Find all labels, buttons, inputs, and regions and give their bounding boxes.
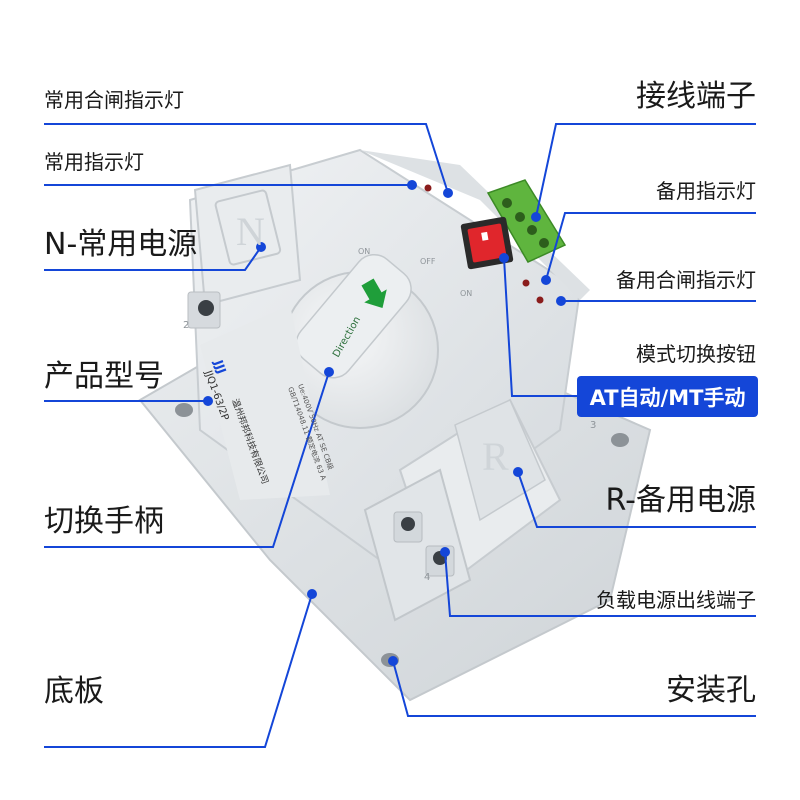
leader-switch-handle	[44, 371, 330, 548]
label-backup-closing-indicator: 备用合闸指示灯	[616, 268, 756, 292]
leader-mode-switch	[503, 257, 577, 397]
switch-handle[interactable]	[281, 247, 439, 429]
leader-wiring-terminal	[535, 123, 756, 218]
n-terminal-screw	[187, 291, 221, 329]
label-backup-indicator: 备用指示灯	[656, 179, 756, 203]
label-wiring-terminal: 接线端子	[636, 79, 756, 114]
leader-n-power	[44, 246, 262, 271]
on-left-text: ON	[358, 247, 370, 256]
label-n-normal-power: N-常用电源	[44, 227, 198, 262]
label-r-backup-power: R-备用电源	[605, 483, 756, 518]
leader-r-power	[517, 471, 756, 528]
r-mark: R	[482, 434, 509, 479]
label-product-model: 产品型号	[44, 359, 164, 394]
terminal-r-number: 3	[590, 420, 596, 431]
label-switch-handle: 切换手柄	[44, 504, 164, 539]
label-base-plate: 底板	[44, 674, 104, 709]
leader-dots	[203, 180, 566, 666]
leader-load-output	[444, 551, 756, 617]
mode-badge: AT自动/MT手动	[577, 376, 758, 417]
on-right-text: ON	[460, 289, 472, 298]
leader-normal-closing	[44, 123, 449, 194]
output-terminal-number: 4	[424, 572, 430, 583]
brand-logo: JJJ	[211, 357, 229, 375]
label-load-output-terminal: 负载电源出线端子	[596, 588, 756, 612]
leader-backup-indicator	[545, 212, 756, 281]
terminal-n-number: 2	[183, 320, 189, 331]
leader-mounting-hole	[392, 660, 756, 717]
label-mounting-hole: 安装孔	[666, 673, 756, 708]
leader-lines	[44, 123, 756, 748]
label-mode-switch-button: 模式切换按钮	[636, 342, 756, 366]
mounting-hole-left	[175, 403, 193, 417]
wiring-terminal	[486, 179, 567, 263]
off-text: OFF	[420, 257, 436, 266]
backup-indicator-leds	[522, 279, 544, 304]
leader-base-plate	[44, 593, 313, 748]
product-model-area	[200, 305, 330, 500]
device-top-ridge	[360, 150, 590, 300]
n-mark: N	[236, 209, 265, 254]
mounting-hole-right	[611, 433, 629, 447]
label-normal-closing-indicator: 常用合闸指示灯	[44, 88, 184, 112]
label-normal-indicator: 常用指示灯	[44, 150, 144, 174]
